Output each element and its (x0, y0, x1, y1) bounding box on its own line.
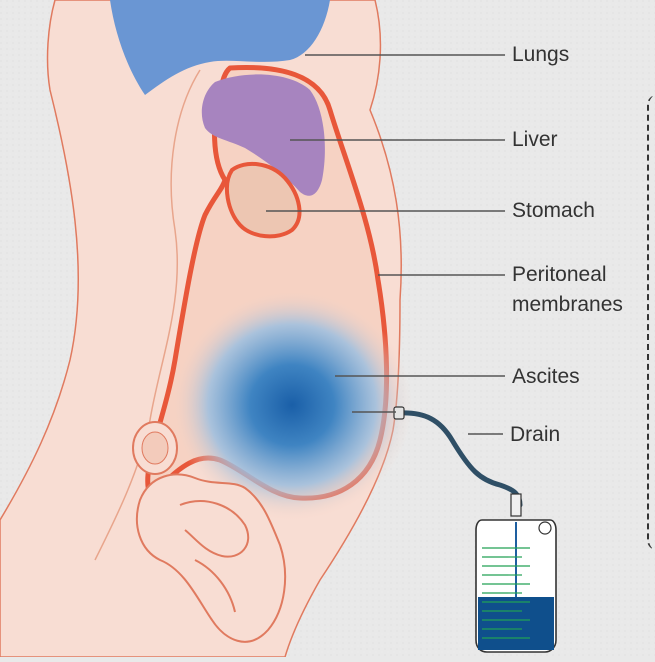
label-drain: Drain (510, 423, 560, 447)
label-lungs: Lungs (512, 43, 569, 67)
hip-joint-inner (142, 432, 168, 464)
label-membranes: membranes (512, 293, 623, 317)
label-ascites: Ascites (512, 365, 580, 389)
label-liver: Liver (512, 128, 558, 152)
dashed-frame-edge (647, 95, 655, 550)
drain-connector (394, 407, 404, 419)
label-peritoneal: Peritoneal (512, 263, 607, 287)
label-stomach: Stomach (512, 199, 595, 223)
